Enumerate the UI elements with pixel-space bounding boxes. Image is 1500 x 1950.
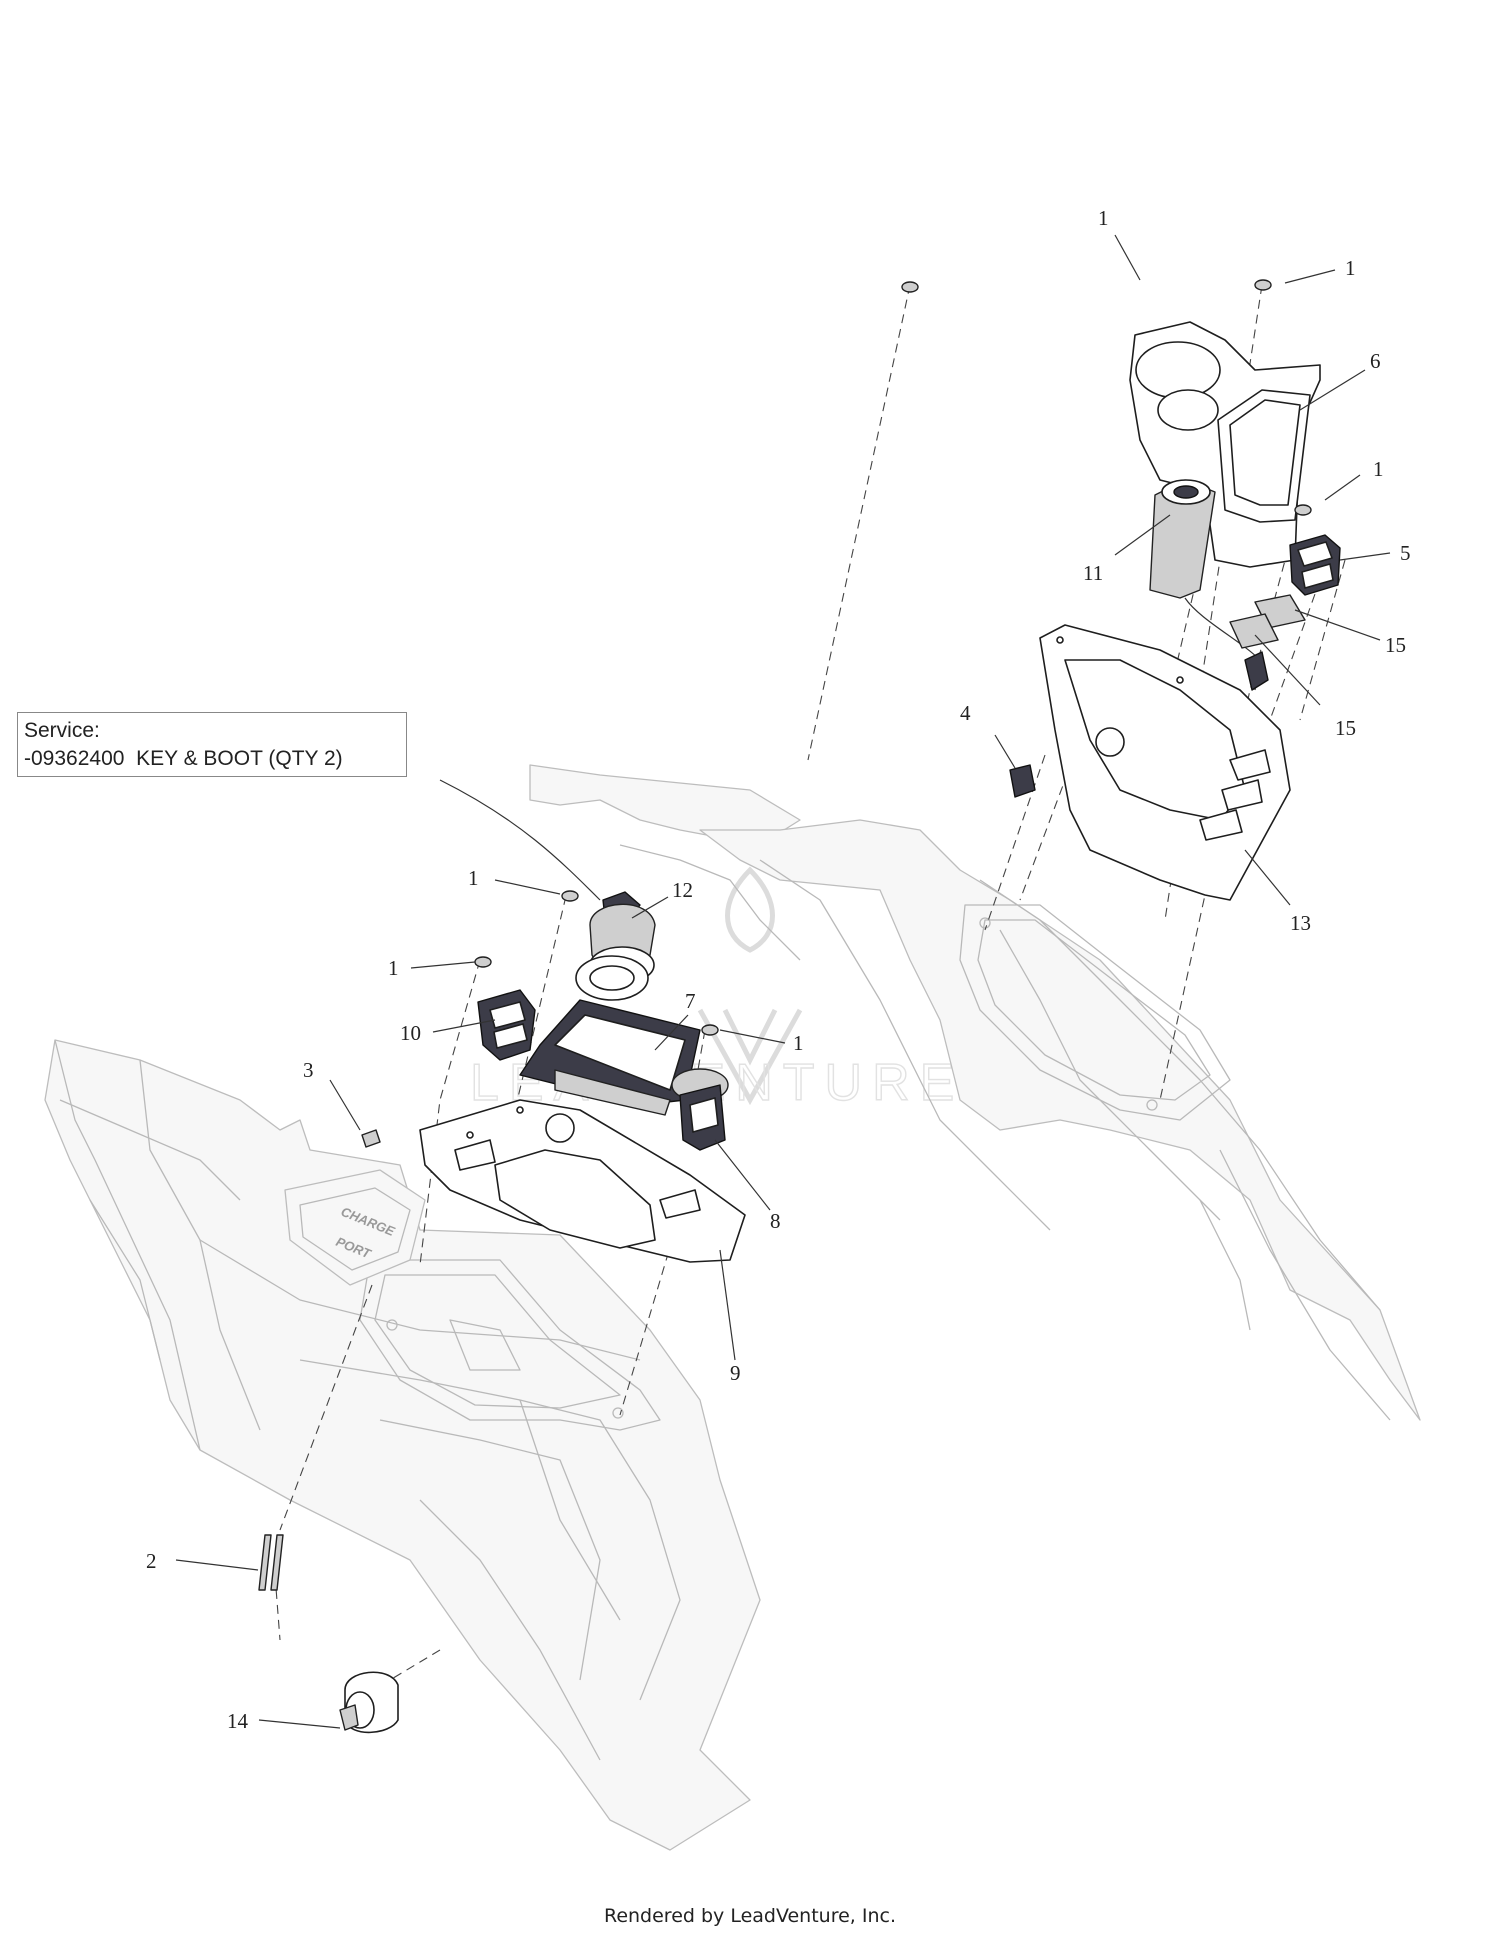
callout-3: 3 xyxy=(303,1058,314,1082)
button-part-4 xyxy=(1009,764,1036,798)
charge-plug-part-14 xyxy=(339,1671,399,1734)
callout-labels: 1 1 6 1 5 11 15 15 4 13 1 1 12 10 7 1 3 … xyxy=(146,206,1411,1733)
callout-15-lower: 15 xyxy=(1335,716,1356,740)
callout-1-left: 1 xyxy=(388,956,399,980)
callout-1-right: 1 xyxy=(1373,457,1384,481)
footer-credit: Rendered by LeadVenture, Inc. xyxy=(603,1905,897,1927)
callout-1-center: 1 xyxy=(793,1031,804,1055)
callout-8: 8 xyxy=(770,1209,781,1233)
callout-10: 10 xyxy=(400,1021,421,1045)
callout-1-left-upper: 1 xyxy=(468,866,479,890)
service-note-line: -09362400 KEY & BOOT (QTY 2) xyxy=(24,747,343,770)
callout-9: 9 xyxy=(730,1361,741,1385)
leader-lines xyxy=(175,234,1391,1729)
switch-part-8 xyxy=(671,1068,729,1151)
key-switch-part-12 xyxy=(575,891,656,1001)
power-outlet-part-11 xyxy=(1149,479,1269,691)
callout-6: 6 xyxy=(1370,349,1381,373)
front-console-body: CHARGE PORT xyxy=(44,1039,761,1851)
callout-2: 2 xyxy=(146,1549,157,1573)
callout-1-top: 1 xyxy=(1098,206,1109,230)
rocker-switch-part-10 xyxy=(477,989,536,1061)
callout-15-upper: 15 xyxy=(1385,633,1406,657)
console-panel-part-13 xyxy=(1039,624,1291,901)
service-note-heading: Service: xyxy=(24,719,100,742)
service-note-box: Service: -09362400 KEY & BOOT (QTY 2) xyxy=(17,712,407,777)
console-panel-part-9 xyxy=(419,1099,746,1263)
callout-5: 5 xyxy=(1400,541,1411,565)
callout-1-top-right: 1 xyxy=(1345,256,1356,280)
callout-4: 4 xyxy=(960,701,971,725)
fastener-part-3 xyxy=(361,1129,381,1148)
callout-13: 13 xyxy=(1290,911,1311,935)
rear-console-body xyxy=(529,764,1421,1421)
screw-parts-left xyxy=(474,890,719,1036)
screw-parts-right xyxy=(901,279,1312,516)
callout-11: 11 xyxy=(1083,561,1103,585)
callout-12: 12 xyxy=(672,878,693,902)
charge-port-decal: CHARGE PORT xyxy=(284,1169,426,1286)
callout-14: 14 xyxy=(227,1709,249,1733)
rocker-switch-part-5 xyxy=(1289,534,1341,596)
callout-7: 7 xyxy=(685,989,696,1013)
cupholder-part-6 xyxy=(1129,321,1321,568)
display-part-7 xyxy=(519,999,701,1116)
pins-part-2 xyxy=(258,1534,284,1591)
switch-plug-part-15b xyxy=(1229,613,1279,649)
